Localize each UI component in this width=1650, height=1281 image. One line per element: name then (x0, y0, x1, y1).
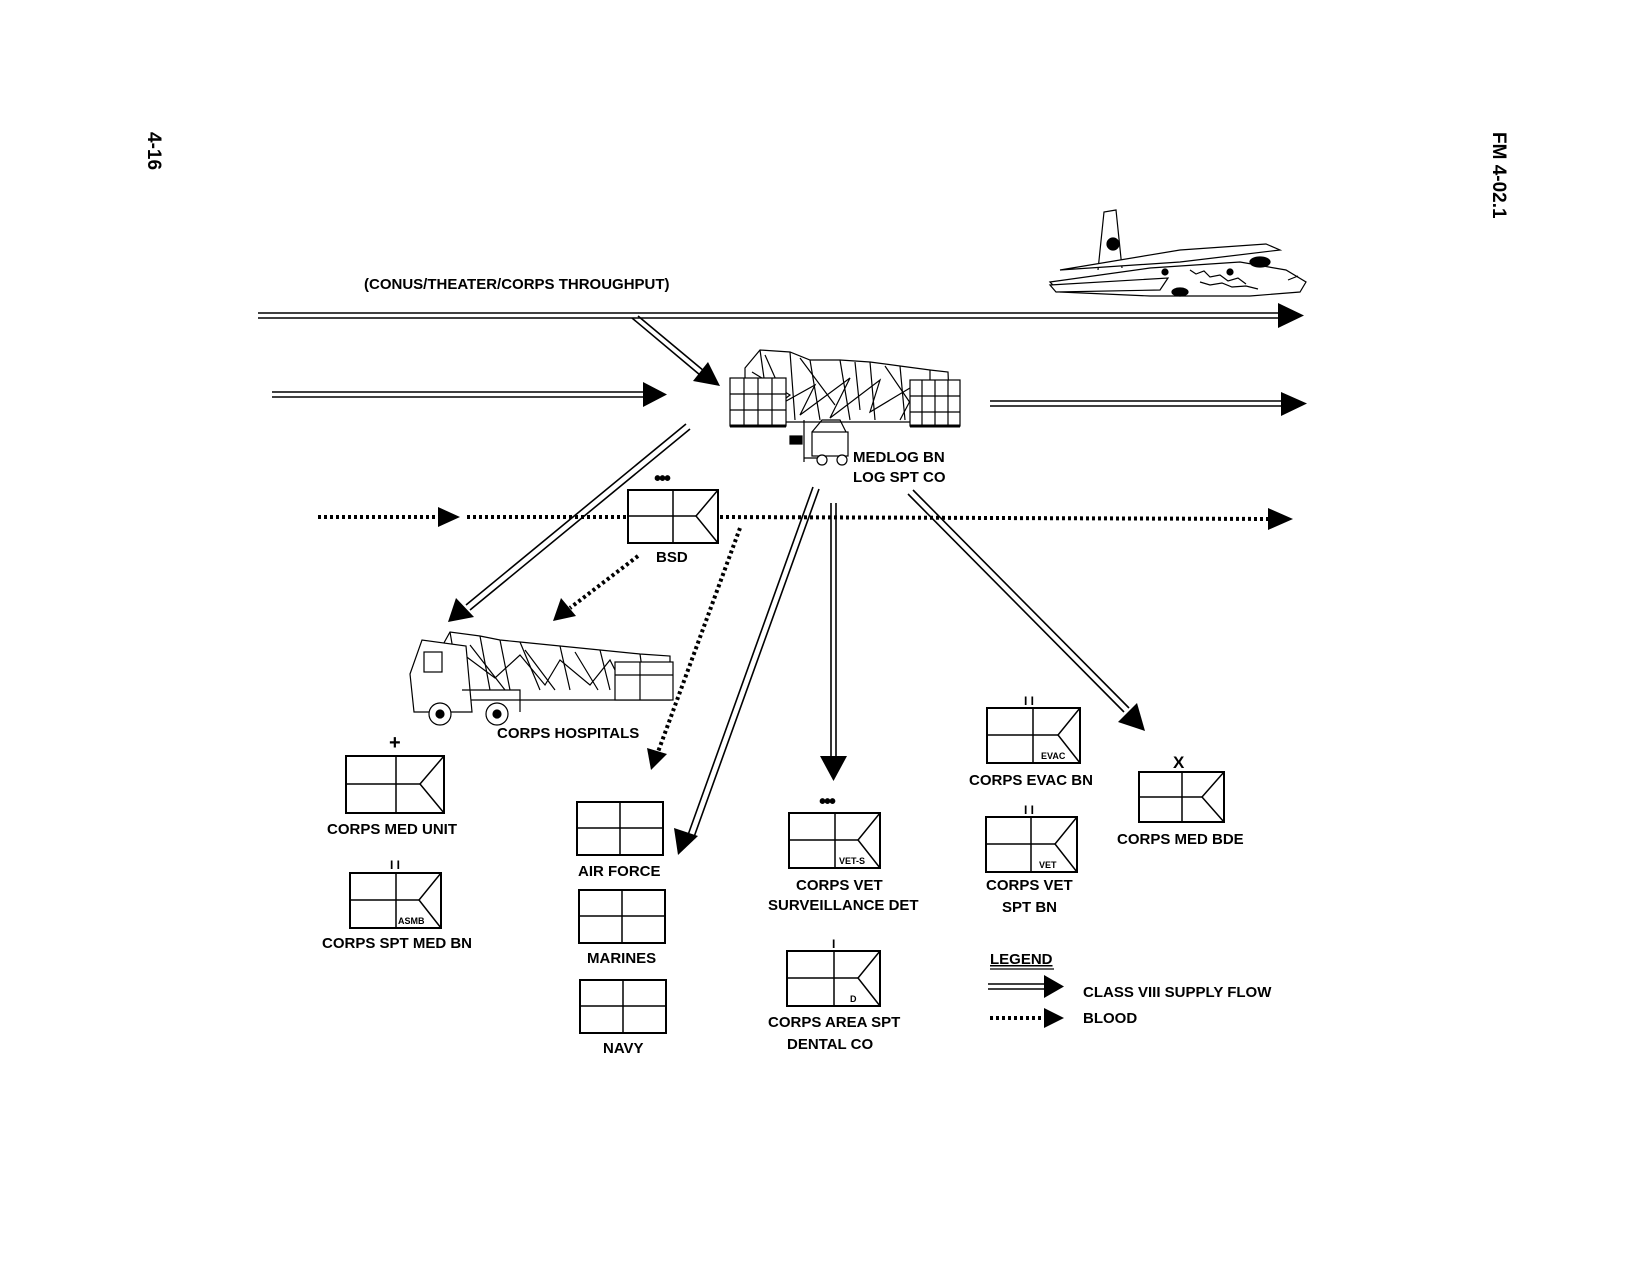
vets-tag: VET-S (839, 856, 865, 866)
dental-label-line1: CORPS AREA SPT (768, 1014, 900, 1031)
legend-blood-label: BLOOD (1083, 1010, 1137, 1027)
navy-symbol: NAVY (579, 979, 667, 1057)
medlog-tent-icon (729, 349, 961, 428)
page-number: 4-16 (143, 132, 164, 170)
med-bde-label: CORPS MED BDE (1117, 831, 1244, 848)
aircraft-icon (1048, 209, 1307, 297)
legend: LEGEND CLASS VIII SUPPLY FLOW BLOOD (988, 951, 1272, 1028)
legend-title: LEGEND (990, 951, 1053, 968)
med-bde-size-marker: X (1173, 753, 1185, 772)
supply-arrows (258, 303, 1307, 855)
legend-supply-label: CLASS VIII SUPPLY FLOW (1083, 984, 1272, 1001)
air-force-label: AIR FORCE (578, 863, 661, 880)
vet-det-label-line2: SURVEILLANCE DET (768, 897, 919, 914)
vet-det-symbol: ••• VET-S CORPS VET SURVEILLANCE DET (768, 791, 919, 914)
corps-spt-med-bn-symbol: I I ASMB CORPS SPT MED BN (322, 858, 472, 952)
evac-bn-size-marker: I I (1024, 694, 1034, 708)
corps-spt-med-bn-label: CORPS SPT MED BN (322, 935, 472, 952)
evac-tag: EVAC (1041, 751, 1066, 761)
bsd-symbol: ••• BSD (627, 468, 719, 566)
corps-hospitals-label: CORPS HOSPITALS (497, 725, 639, 742)
legend-supply-swatch (988, 975, 1064, 998)
dental-label-line2: DENTAL CO (787, 1036, 873, 1053)
medlog-label-line2: LOG SPT CO (853, 469, 946, 486)
truck-icon (409, 639, 521, 726)
vet-det-label-line1: CORPS VET (796, 877, 883, 894)
vet-bn-symbol: I I VET CORPS VET SPT BN (985, 803, 1078, 916)
bsd-label: BSD (656, 549, 688, 566)
corps-med-unit-symbol: + CORPS MED UNIT (327, 732, 457, 838)
vet-bn-size-marker: I I (1024, 803, 1034, 817)
corps-med-unit-label: CORPS MED UNIT (327, 821, 457, 838)
legend-blood-swatch (990, 1008, 1064, 1028)
medlog-label-line1: MEDLOG BN (853, 449, 945, 466)
evac-bn-label: CORPS EVAC BN (969, 772, 1093, 789)
marines-label: MARINES (587, 950, 656, 967)
navy-label: NAVY (603, 1040, 644, 1057)
vet-bn-label-line2: SPT BN (1002, 899, 1057, 916)
throughput-label: (CONUS/THEATER/CORPS THROUGHPUT) (364, 276, 670, 293)
vet-bn-label-line1: CORPS VET (986, 877, 1073, 894)
dental-tag: D (850, 994, 857, 1004)
marines-symbol: MARINES (578, 889, 666, 967)
dental-co-symbol: I D CORPS AREA SPT DENTAL CO (768, 937, 900, 1053)
vet-det-size-marker: ••• (819, 791, 836, 813)
evac-bn-symbol: I I EVAC CORPS EVAC BN (969, 694, 1093, 789)
med-unit-size-marker: + (389, 732, 401, 754)
med-bde-symbol: X CORPS MED BDE (1117, 753, 1244, 848)
asmb-tag: ASMB (398, 916, 425, 926)
vet-tag: VET (1039, 860, 1057, 870)
bsd-size-marker: ••• (654, 468, 671, 490)
forklift-icon (789, 419, 849, 466)
blood-arrows (318, 507, 1293, 770)
air-force-symbol: AIR FORCE (576, 801, 664, 880)
spt-med-bn-size-marker: I I (390, 858, 400, 872)
manual-id: FM 4-02.1 (1488, 132, 1509, 219)
dental-size-marker: I (832, 937, 835, 951)
